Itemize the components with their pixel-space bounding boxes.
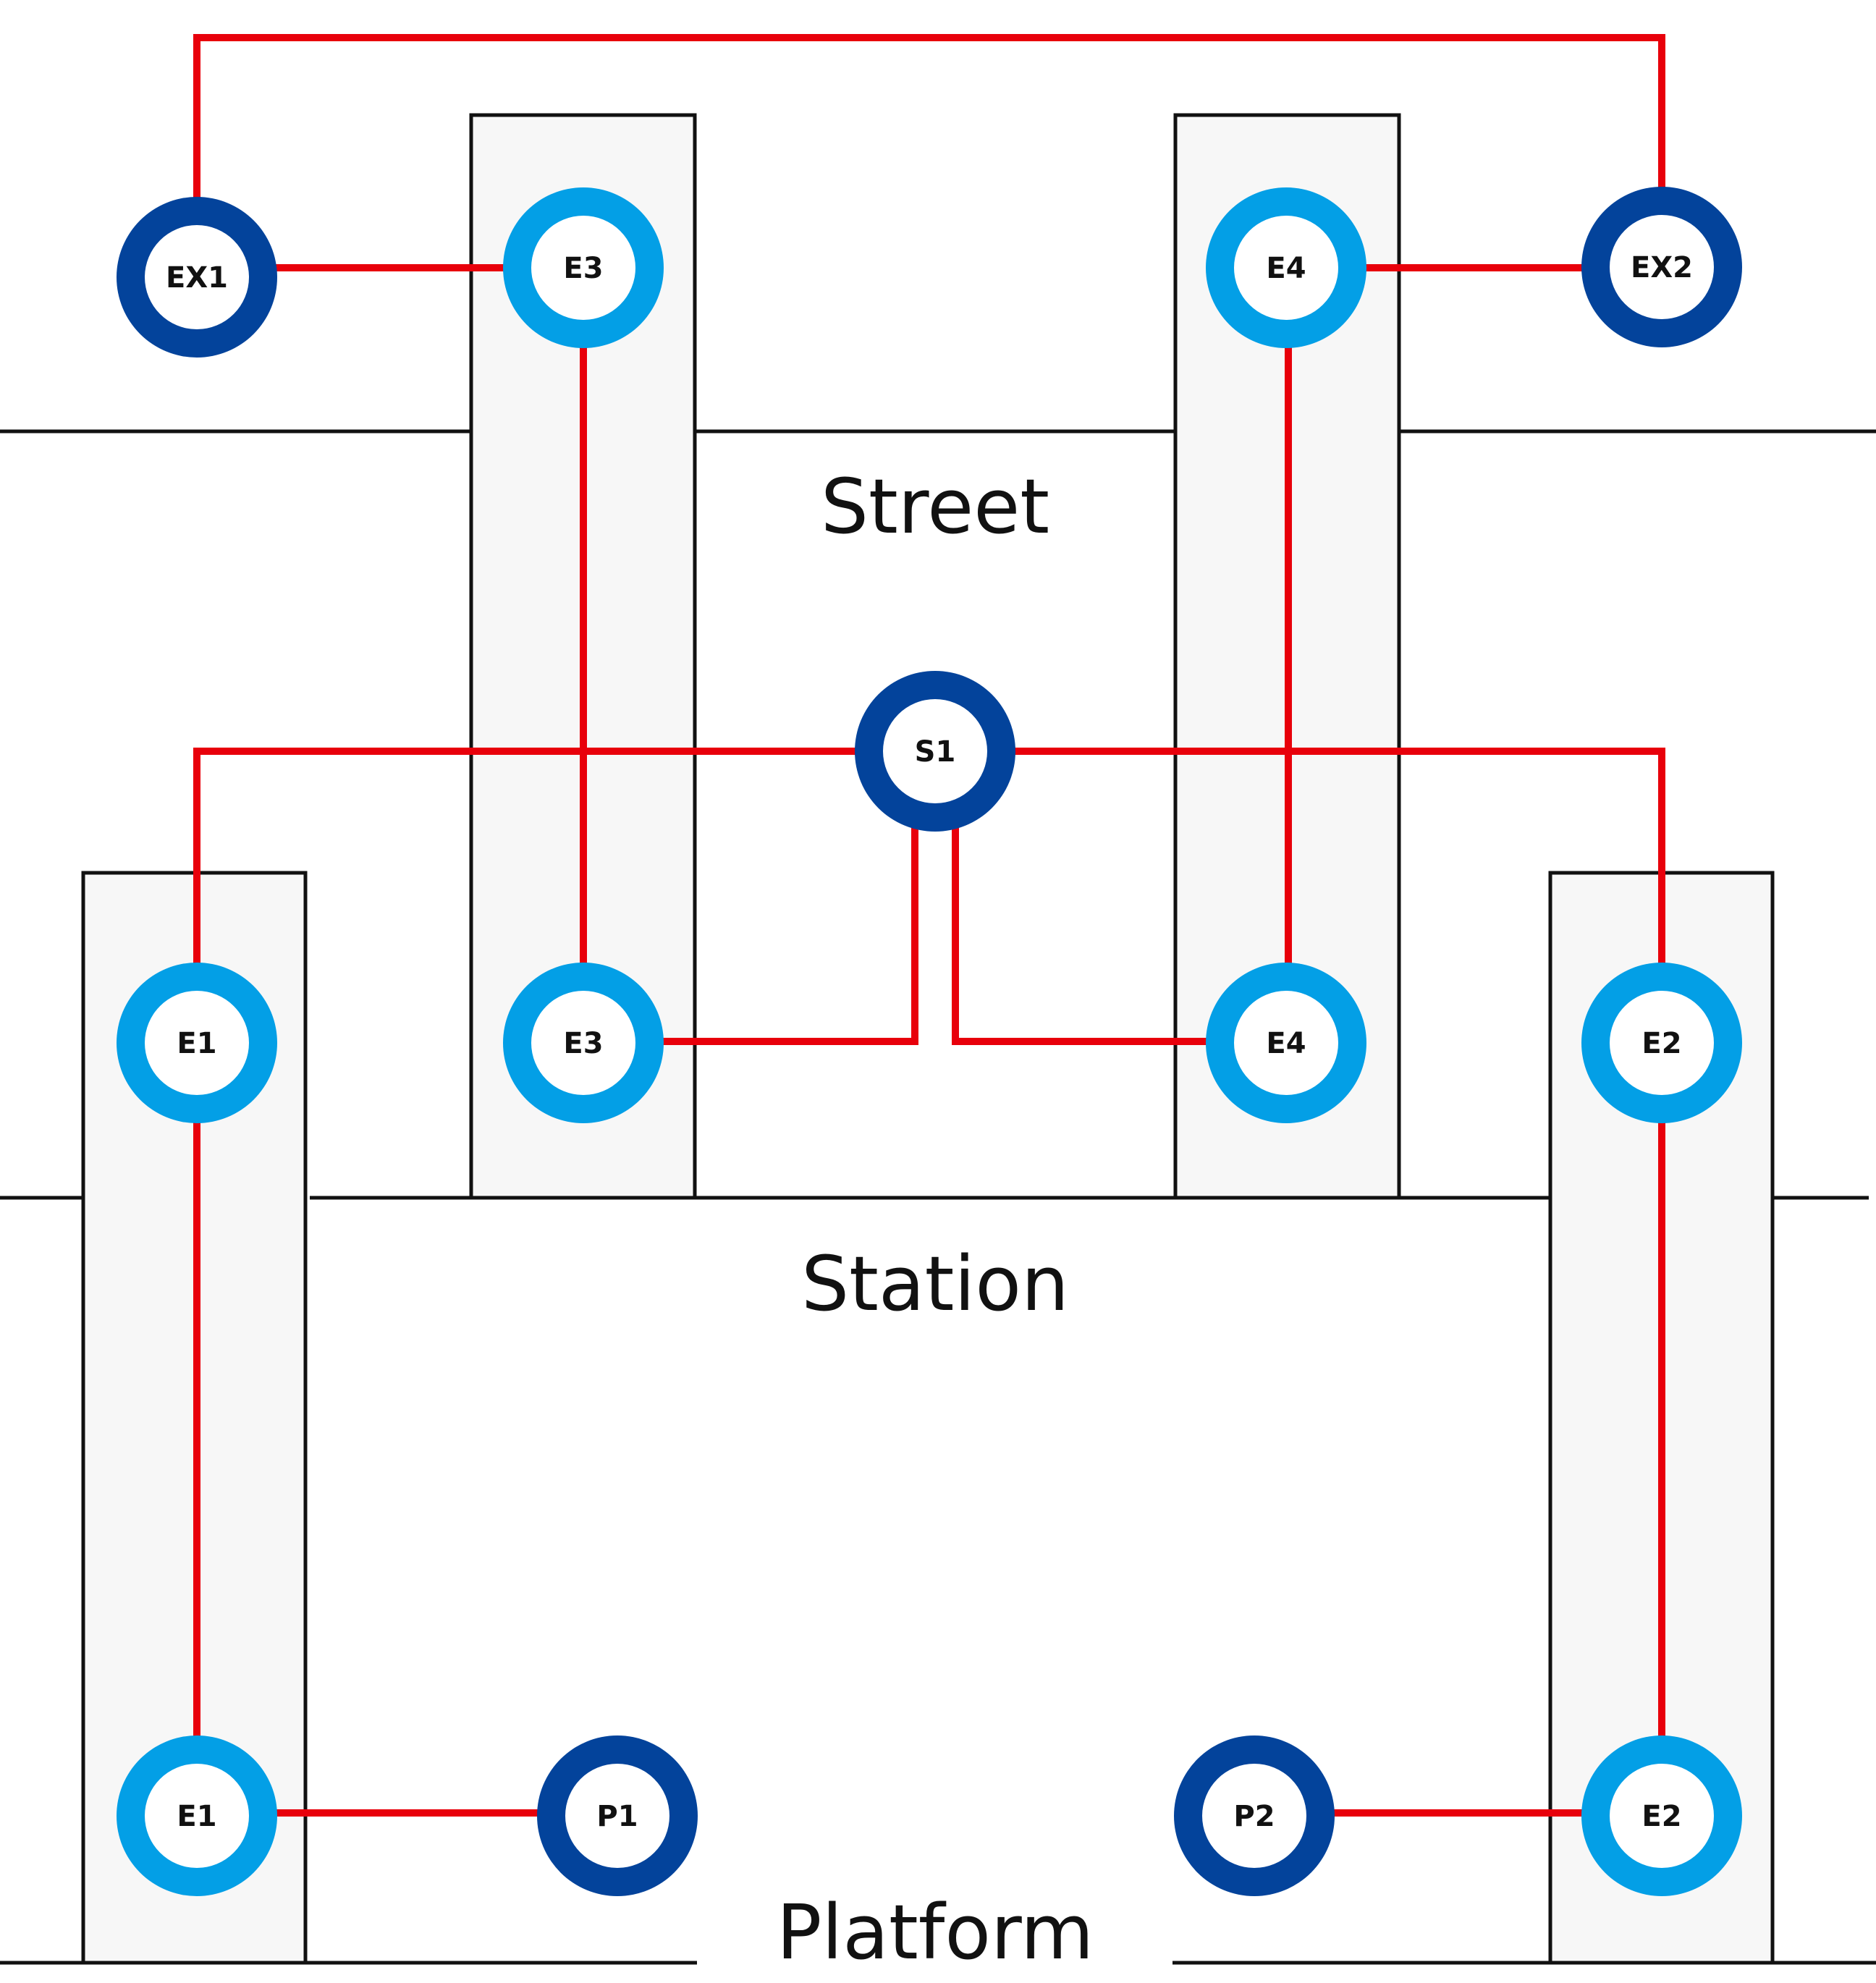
node-e4-top[interactable]: E4: [1206, 187, 1366, 348]
node-center: [1234, 991, 1338, 1095]
node-center: [531, 216, 635, 320]
node-center: [1610, 215, 1714, 319]
node-center: [145, 225, 249, 329]
node-center: [1610, 991, 1714, 1095]
shafts: [81, 113, 1775, 1965]
node-label: E4: [1266, 252, 1306, 285]
edge-s1-to-e2-mid: [935, 748, 1665, 1043]
zone-label-station: Station: [801, 1240, 1069, 1328]
node-e3-top[interactable]: E3: [503, 187, 664, 348]
node-e2-mid[interactable]: E2: [1581, 963, 1742, 1123]
node-ex1[interactable]: EX1: [117, 197, 277, 358]
connections: [193, 34, 1665, 1817]
edge-ex1-to-ex2: [193, 34, 1665, 277]
node-center: [1202, 1764, 1306, 1868]
node-center: [1610, 1764, 1714, 1868]
level-lines: [0, 429, 1876, 1965]
node-center: [883, 699, 987, 803]
node-label: E3: [563, 1027, 603, 1060]
zone-label-platform: Platform: [777, 1888, 1094, 1976]
node-label: E1: [177, 1800, 216, 1833]
node-center: [531, 991, 635, 1095]
node-e1-bot[interactable]: E1: [117, 1735, 277, 1896]
node-p1[interactable]: P1: [537, 1735, 698, 1896]
node-label: E1: [177, 1027, 216, 1060]
node-label: EX2: [1631, 251, 1693, 284]
node-center: [145, 991, 249, 1095]
node-label: E2: [1642, 1027, 1681, 1060]
node-label: E4: [1266, 1027, 1306, 1060]
node-s1[interactable]: S1: [855, 671, 1015, 832]
node-e4-mid[interactable]: E4: [1206, 963, 1366, 1123]
node-center: [145, 1764, 249, 1868]
edge-s1-to-e1-mid: [193, 748, 935, 1043]
node-label: E3: [563, 252, 603, 285]
node-label: EX1: [166, 261, 228, 295]
node-label: P1: [596, 1800, 638, 1833]
node-center: [565, 1764, 669, 1868]
node-center: [1234, 216, 1338, 320]
node-label: P2: [1233, 1800, 1275, 1833]
node-p2[interactable]: P2: [1174, 1735, 1335, 1896]
edge-s1-to-e4-mid: [952, 751, 1286, 1045]
node-e2-bot[interactable]: E2: [1581, 1735, 1742, 1896]
zone-label-street: Street: [821, 462, 1049, 551]
node-label: S1: [915, 735, 956, 769]
node-e3-mid[interactable]: E3: [503, 963, 664, 1123]
node-ex2[interactable]: EX2: [1581, 187, 1742, 347]
edge-s1-to-e3-mid: [583, 751, 918, 1045]
node-e1-mid[interactable]: E1: [117, 963, 277, 1123]
node-label: E2: [1642, 1800, 1681, 1833]
